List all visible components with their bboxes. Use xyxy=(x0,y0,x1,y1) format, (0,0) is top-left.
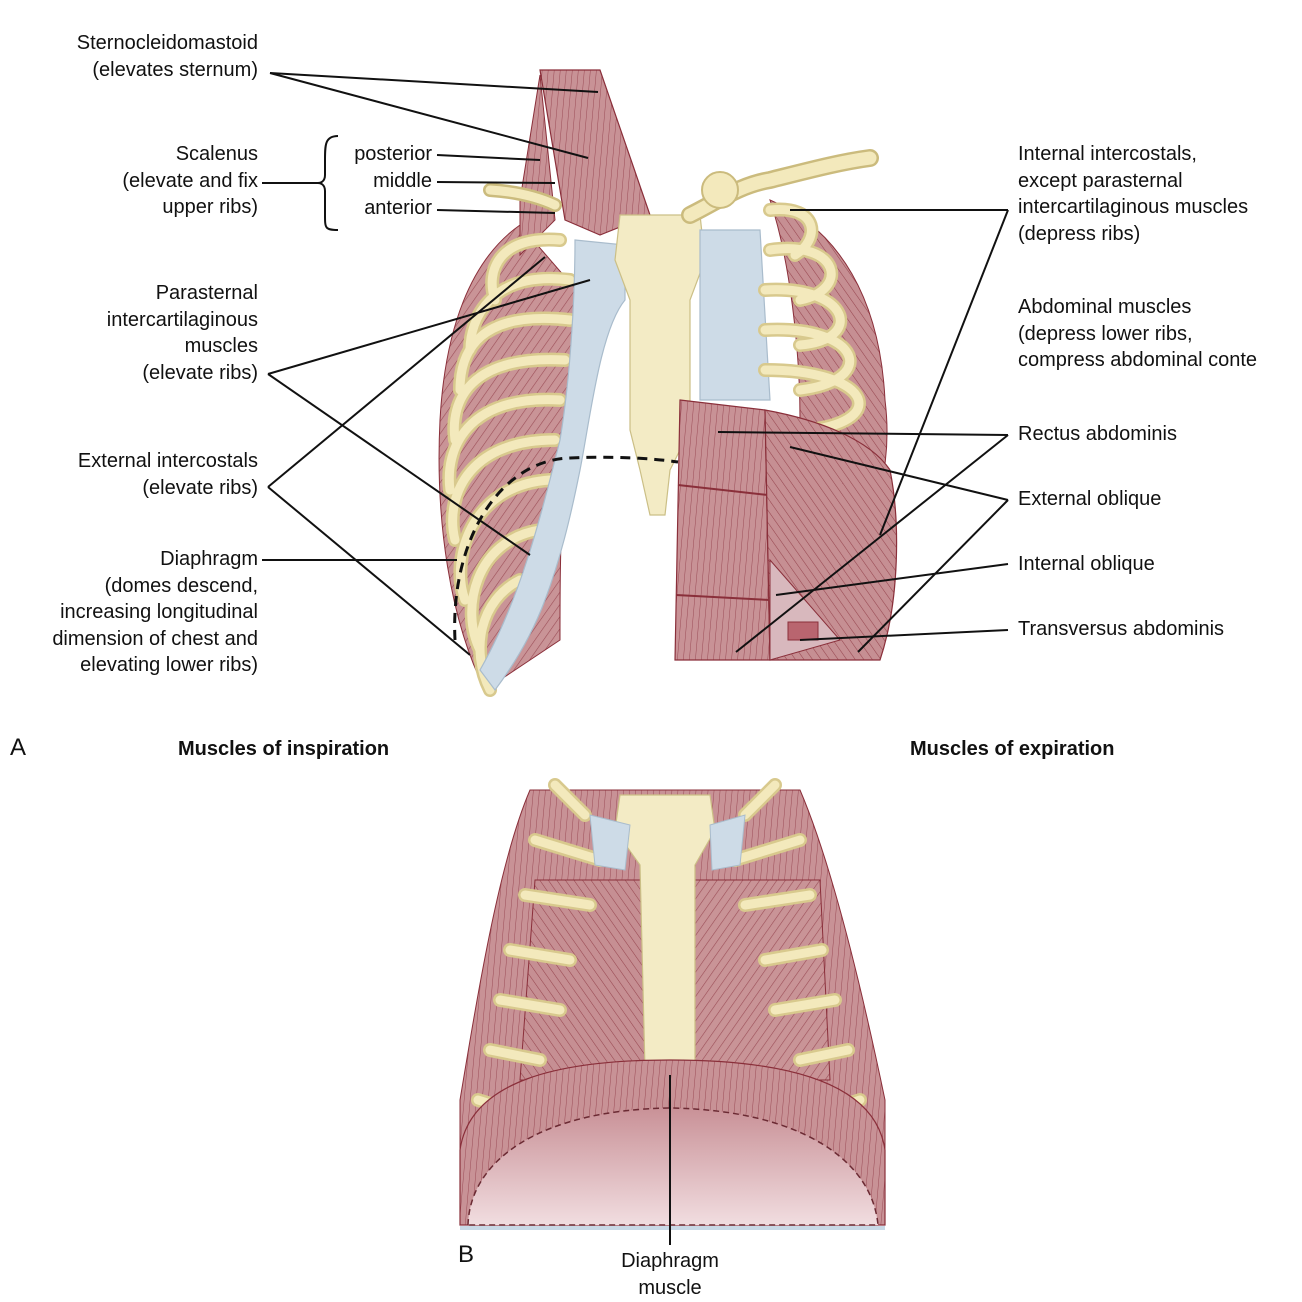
left-costal-cartilage xyxy=(479,239,626,692)
right-costal-cartilage xyxy=(699,229,771,401)
external-intercostals-label: External intercostals (elevate ribs) xyxy=(77,450,258,499)
leader-lines-right xyxy=(717,209,1009,653)
sternocleidomastoid-label: Sternocleidomastoid (elevates sternum) xyxy=(76,32,258,81)
scalenus-posterior-label: posterior xyxy=(354,143,432,165)
panel-a-letter: A xyxy=(10,734,27,761)
expiration-title: Muscles of expiration xyxy=(910,738,1115,760)
diaphragm-label: Diaphragm (domes descend, increasing lon… xyxy=(52,548,258,676)
inspiration-title: Muscles of inspiration xyxy=(178,738,390,760)
thorax-anterior-view xyxy=(438,69,898,697)
transversus-abdominis-muscle xyxy=(787,621,819,641)
external-oblique-label: External oblique xyxy=(1018,488,1162,510)
diaphragm-dome-line xyxy=(453,455,679,641)
scalenus-muscles xyxy=(519,74,556,257)
transversus-abdominis-label: Transversus abdominis xyxy=(1018,618,1225,640)
diaphragm-muscle-label: Diaphragm muscle xyxy=(621,1250,719,1299)
leader-lines-left xyxy=(262,72,599,656)
scalenus-middle-label: middle xyxy=(373,170,432,192)
diaphragm-dome xyxy=(467,1107,879,1226)
thorax-posterior-view xyxy=(459,778,886,1245)
panel-b-letter: B xyxy=(458,1241,475,1268)
internal-intercostals-label: Internal intercostals, except parasterna… xyxy=(1018,143,1249,245)
scalenus-anterior-label: anterior xyxy=(364,197,432,219)
rectus-abdominis-muscle xyxy=(674,399,771,661)
scalenus-label: Scalenus (elevate and fix upper ribs) xyxy=(122,143,258,218)
parasternal-label: Parasternal intercartilaginous muscles (… xyxy=(106,282,258,384)
rectus-abdominis-label: Rectus abdominis xyxy=(1018,423,1177,445)
posterior-cartilage-right xyxy=(709,814,746,871)
abdominal-muscles-label: Abdominal muscles (depress lower ribs, c… xyxy=(1018,296,1258,371)
internal-oblique-label: Internal oblique xyxy=(1018,553,1155,575)
transversus-thoracis-right xyxy=(689,879,831,1081)
posterior-cartilage-left xyxy=(589,814,631,871)
